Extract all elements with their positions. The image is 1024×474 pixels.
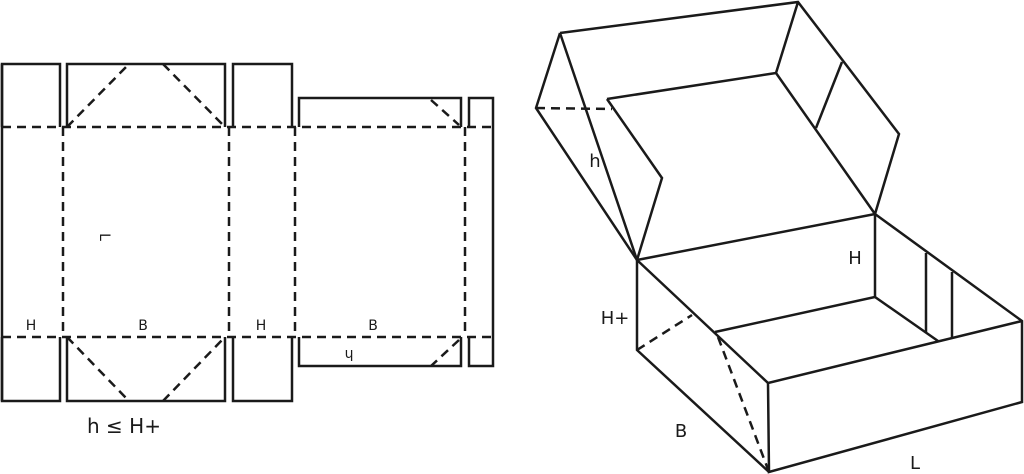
net-label-b2: B xyxy=(368,318,378,334)
net-label-length: L xyxy=(96,233,112,241)
box-right-inner-lines xyxy=(924,253,954,338)
lid-right-flap-line xyxy=(814,61,844,129)
net-glue-strip xyxy=(467,96,495,368)
box-label-width: B xyxy=(675,421,687,442)
net-label-condition: h ≤ H+ xyxy=(87,414,161,438)
net-flap-top-2-fold-right xyxy=(162,63,226,128)
box-back xyxy=(636,212,1024,474)
box-left-fold-1 xyxy=(636,313,693,352)
net-label-h1: H xyxy=(26,318,37,334)
box-left-fold-2 xyxy=(716,336,771,473)
net-label-lid-height: h xyxy=(345,346,354,362)
net-flap-bottom-2-fold-right xyxy=(162,336,226,402)
net-flap-top-2-fold-left xyxy=(66,63,130,128)
flat-net: H B H B L h h ≤ H+ xyxy=(0,62,495,438)
net-label-h2: H xyxy=(256,318,267,334)
lid-outline xyxy=(558,0,901,261)
net-flap-top-4 xyxy=(297,96,463,127)
net-flap-top-2 xyxy=(65,62,227,127)
net-flap-bottom-4-fold xyxy=(430,339,460,367)
net-flap-top-3 xyxy=(231,62,294,127)
net-flap-bottom-3 xyxy=(231,337,294,403)
box-label-front-height: H+ xyxy=(601,308,630,329)
net-flap-bottom-4 xyxy=(297,337,463,368)
box-label-height: H xyxy=(848,248,862,269)
net-flap-bottom-1 xyxy=(0,337,62,403)
box-left-side xyxy=(635,259,770,473)
net-flap-top-1 xyxy=(0,62,62,127)
lid-left-flap-fold xyxy=(535,106,613,111)
box-label-length: L xyxy=(910,453,920,474)
net-label-b1: B xyxy=(138,318,148,334)
box-3d: h H H+ B L xyxy=(534,0,1024,474)
net-flap-bottom-2 xyxy=(65,337,227,403)
net-flap-top-4-fold xyxy=(430,99,460,126)
box-label-lid-height: h xyxy=(589,151,600,172)
net-flap-bottom-2-fold-left xyxy=(66,336,130,402)
